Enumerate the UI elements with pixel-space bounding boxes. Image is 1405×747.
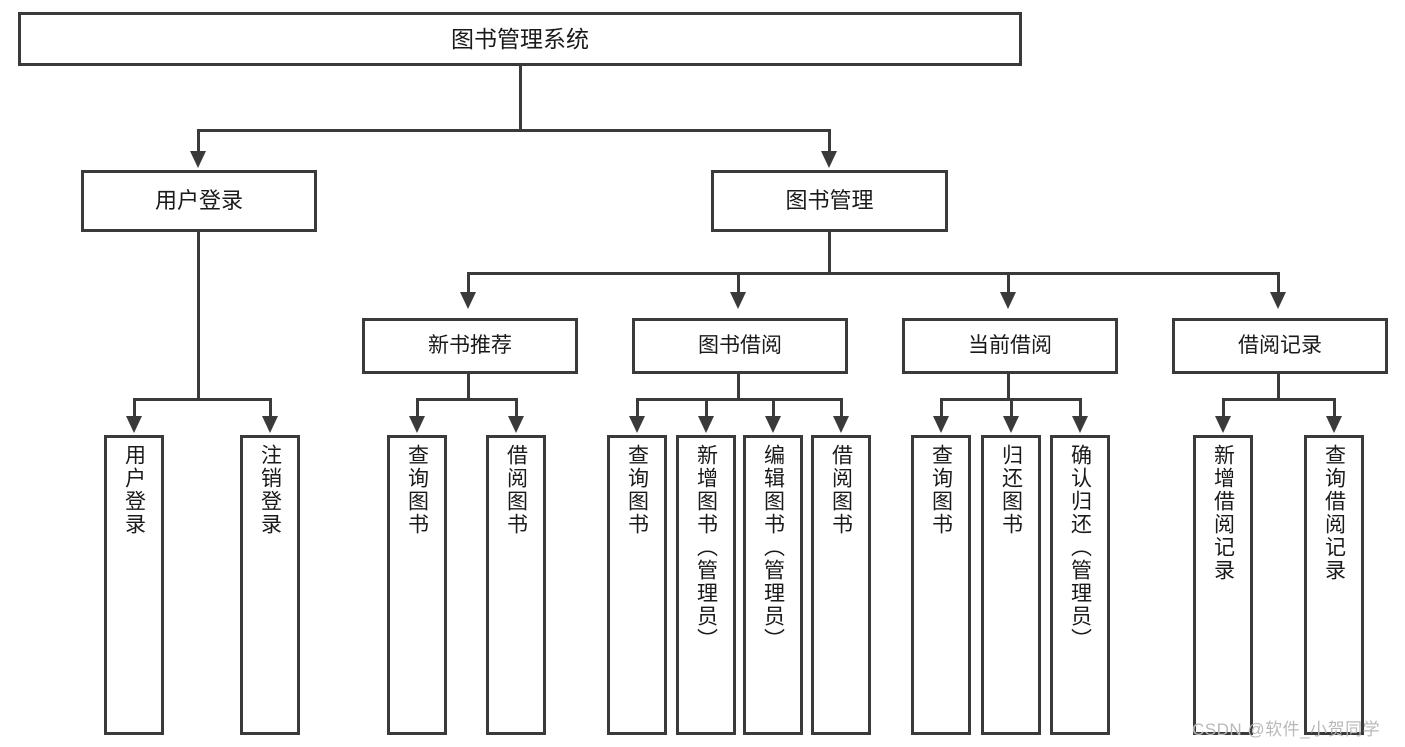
node-label: 借阅图书 — [829, 444, 853, 536]
connector-borrow-record-bus — [1222, 398, 1336, 401]
node-label: 当前借阅 — [968, 333, 1052, 357]
connector-borrow-record-stem — [1277, 374, 1280, 398]
node-book-borrow[interactable]: 图书借阅 — [632, 318, 848, 374]
node-label: 借阅记录 — [1238, 333, 1322, 357]
leaf-book-borrow-add-book-admin[interactable]: 新增图书（管理员） — [676, 435, 736, 735]
connector-book-borrow-bus — [636, 398, 843, 401]
leaf-book-borrow-query-book[interactable]: 查询图书 — [607, 435, 667, 735]
node-label: 新增借阅记录 — [1211, 444, 1235, 582]
node-label: 注销登录 — [258, 444, 282, 536]
connector-root-stem — [519, 66, 522, 129]
connector-to-new-book-recommend — [467, 272, 470, 294]
connector-book-borrow-leaf-1 — [636, 398, 639, 418]
connector-current-borrow-leaf-1 — [940, 398, 943, 418]
connector-level2-bus — [197, 129, 831, 132]
connector-new-book-bus — [416, 398, 518, 401]
connector-user-login-bus — [133, 398, 272, 401]
arrowhead-user-login-leaf-2 — [262, 416, 278, 433]
connector-book-borrow-stem — [737, 374, 740, 398]
arrowhead-current-borrow-leaf-1 — [933, 416, 949, 433]
arrowhead-new-book-leaf-2 — [508, 416, 524, 433]
node-new-book-recommend[interactable]: 新书推荐 — [362, 318, 578, 374]
node-label: 新增图书（管理员） — [694, 444, 718, 651]
leaf-book-borrow-edit-book-admin[interactable]: 编辑图书（管理员） — [743, 435, 803, 735]
connector-new-book-leaf-1 — [416, 398, 419, 418]
arrowhead-book-borrow-leaf-3 — [765, 416, 781, 433]
leaf-new-book-borrow-book[interactable]: 借阅图书 — [486, 435, 546, 735]
arrowhead-to-book-borrow — [730, 292, 746, 309]
node-label: 确认归还（管理员） — [1068, 444, 1092, 651]
connector-book-management-stem — [828, 232, 831, 272]
connector-new-book-leaf-2 — [515, 398, 518, 418]
connector-current-borrow-leaf-3 — [1079, 398, 1082, 418]
node-book-management[interactable]: 图书管理 — [711, 170, 948, 232]
arrowhead-current-borrow-leaf-2 — [1003, 416, 1019, 433]
node-label: 图书借阅 — [698, 333, 782, 357]
node-label: 用户登录 — [154, 188, 243, 214]
node-label: 查询图书 — [625, 444, 649, 536]
node-user-login[interactable]: 用户登录 — [81, 170, 317, 232]
node-label: 用户登录 — [122, 444, 146, 536]
connector-current-borrow-leaf-2 — [1010, 398, 1013, 418]
connector-to-book-management — [828, 129, 831, 153]
connector-book-borrow-leaf-4 — [840, 398, 843, 418]
leaf-new-book-query-book[interactable]: 查询图书 — [387, 435, 447, 735]
arrowhead-book-borrow-leaf-4 — [833, 416, 849, 433]
node-label: 查询借阅记录 — [1322, 444, 1346, 582]
node-label: 查询图书 — [405, 444, 429, 536]
connector-borrow-record-leaf-2 — [1333, 398, 1336, 418]
connector-book-borrow-leaf-3 — [772, 398, 775, 418]
node-label: 编辑图书（管理员） — [761, 444, 785, 651]
connector-to-borrow-record — [1277, 272, 1280, 294]
connector-current-borrow-stem — [1007, 374, 1010, 398]
arrowhead-to-new-book-recommend — [460, 292, 476, 309]
arrowhead-book-borrow-leaf-1 — [629, 416, 645, 433]
arrowhead-borrow-record-leaf-1 — [1215, 416, 1231, 433]
connector-current-borrow-bus — [940, 398, 1079, 401]
arrowhead-to-book-management — [821, 151, 837, 168]
node-current-borrow[interactable]: 当前借阅 — [902, 318, 1118, 374]
connector-user-login-leaf-1 — [133, 398, 136, 418]
connector-new-book-stem — [467, 374, 470, 398]
arrowhead-borrow-record-leaf-2 — [1326, 416, 1342, 433]
node-label: 新书推荐 — [428, 333, 512, 357]
leaf-current-borrow-query-book[interactable]: 查询图书 — [911, 435, 971, 735]
arrowhead-current-borrow-leaf-3 — [1072, 416, 1088, 433]
connector-borrow-record-leaf-1 — [1222, 398, 1225, 418]
arrowhead-to-borrow-record — [1270, 292, 1286, 309]
arrowhead-book-borrow-leaf-2 — [698, 416, 714, 433]
node-label: 图书管理系统 — [451, 25, 589, 52]
node-root-book-management-system[interactable]: 图书管理系统 — [18, 12, 1022, 66]
leaf-user-login[interactable]: 用户登录 — [104, 435, 164, 735]
arrowhead-to-current-borrow — [1000, 292, 1016, 309]
node-label: 借阅图书 — [504, 444, 528, 536]
connector-user-login-leaf-2 — [269, 398, 272, 418]
node-label: 归还图书 — [999, 444, 1023, 536]
node-label: 图书管理 — [785, 188, 874, 214]
connector-book-borrow-leaf-2 — [705, 398, 708, 418]
leaf-borrow-record-add-record[interactable]: 新增借阅记录 — [1193, 435, 1253, 735]
arrowhead-user-login-leaf-1 — [126, 416, 142, 433]
connector-to-book-borrow — [737, 272, 740, 294]
arrowhead-new-book-leaf-1 — [409, 416, 425, 433]
arrowhead-to-user-login — [190, 151, 206, 168]
leaf-user-logout[interactable]: 注销登录 — [240, 435, 300, 735]
connector-level3-bus — [467, 272, 1279, 275]
leaf-current-borrow-return-book[interactable]: 归还图书 — [981, 435, 1041, 735]
connector-to-user-login — [197, 129, 200, 153]
leaf-borrow-record-query-record[interactable]: 查询借阅记录 — [1304, 435, 1364, 735]
leaf-book-borrow-borrow-book[interactable]: 借阅图书 — [811, 435, 871, 735]
node-label: 查询图书 — [929, 444, 953, 536]
node-borrow-record[interactable]: 借阅记录 — [1172, 318, 1388, 374]
csdn-watermark: CSDN @软件_小贺同学 — [1192, 720, 1381, 739]
connector-to-current-borrow — [1007, 272, 1010, 294]
leaf-current-borrow-confirm-return-admin[interactable]: 确认归还（管理员） — [1050, 435, 1110, 735]
connector-user-login-stem — [197, 232, 200, 398]
